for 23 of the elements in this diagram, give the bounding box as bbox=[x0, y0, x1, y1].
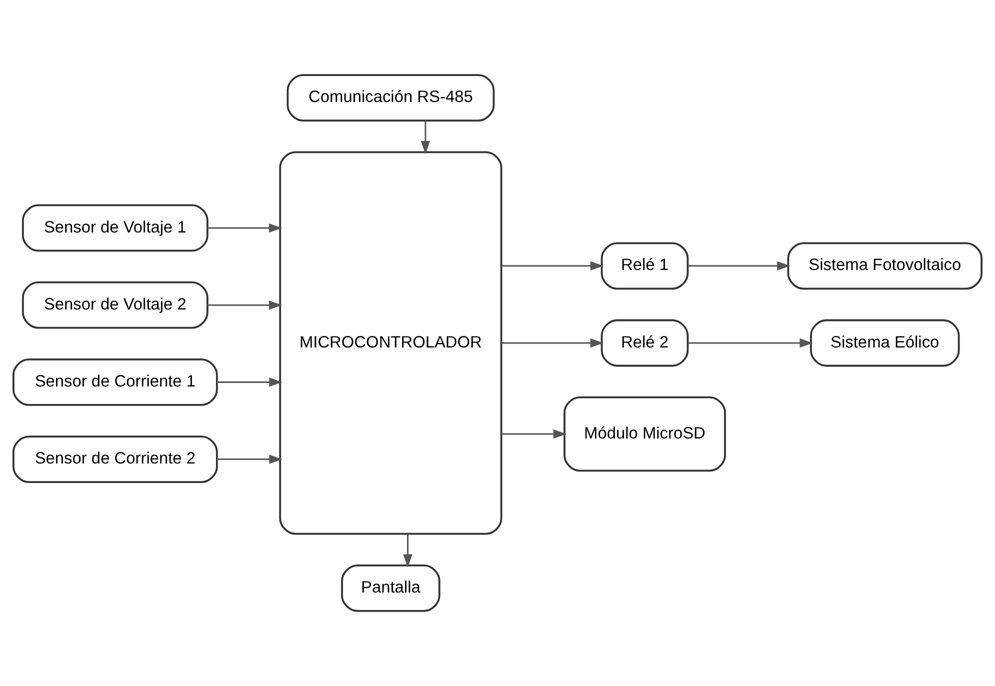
arrow bbox=[501, 261, 604, 270]
node-box: Pantalla bbox=[341, 564, 440, 612]
arrow bbox=[688, 261, 790, 270]
node-box: MICROCONTROLADOR bbox=[279, 151, 502, 535]
node-box: Módulo MicroSD bbox=[564, 396, 726, 472]
node-box: Sistema Eólico bbox=[810, 319, 960, 367]
arrow bbox=[501, 338, 604, 348]
node-box: Comunicación RS-485 bbox=[286, 74, 495, 122]
node-box: Relé 2 bbox=[600, 319, 689, 367]
arrow bbox=[688, 338, 813, 348]
arrow bbox=[420, 120, 430, 154]
arrow bbox=[403, 534, 412, 568]
node-box: Sensor de Voltaje 2 bbox=[22, 281, 208, 329]
arrow bbox=[217, 454, 282, 464]
arrow bbox=[208, 300, 282, 310]
arrow bbox=[501, 429, 567, 439]
node-box: Sensor de Corriente 1 bbox=[12, 358, 218, 406]
arrow bbox=[208, 223, 282, 233]
node-box: Sistema Fotovoltaico bbox=[787, 242, 983, 290]
node-box: Relé 1 bbox=[600, 242, 689, 290]
node-box: Sensor de Voltaje 1 bbox=[22, 204, 208, 252]
arrow bbox=[217, 378, 282, 387]
node-box: Sensor de Corriente 2 bbox=[12, 436, 218, 483]
